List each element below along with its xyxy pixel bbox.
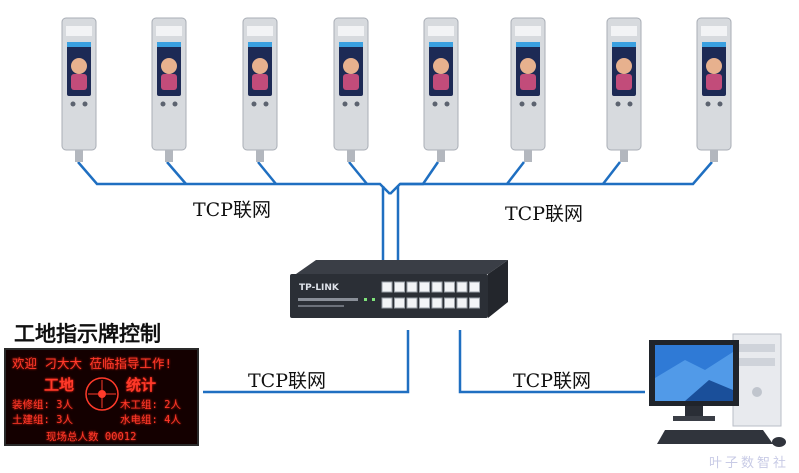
switch-port: [431, 297, 443, 309]
cable-terminal-6: [506, 161, 525, 185]
face-terminal-3: [242, 17, 278, 162]
led-row2-right: 水电组: 4人: [120, 414, 181, 426]
watermark: 叶子数智社: [708, 456, 789, 471]
cable-terminal-4: [348, 161, 368, 185]
network-label-top-right: TCP联网: [505, 203, 583, 225]
switch-port: [419, 297, 430, 309]
cable-led-board: [203, 330, 410, 394]
led-banner: 欢迎 刁大大 莅临指导工作!: [12, 356, 173, 371]
led-total: 现场总人数 00012: [46, 431, 137, 443]
led-emblem: [85, 377, 119, 411]
face-terminal-7: [606, 17, 642, 162]
network-label-bottom-right: TCP联网: [513, 370, 591, 392]
switch-port: [381, 281, 393, 293]
switch-port: [406, 297, 418, 309]
switch-port: [394, 281, 405, 293]
switch-port: [469, 297, 480, 309]
switch-port: [394, 297, 405, 309]
led-left-title: 工地: [44, 376, 75, 394]
switch-port: [444, 281, 455, 293]
switch-port: [456, 297, 468, 309]
switch-port: [469, 281, 480, 293]
switch-port: [381, 297, 393, 309]
led-right-title: 统计: [126, 376, 157, 394]
led-indicator-board: 欢迎 刁大大 莅临指导工作! 工地 统计 装修组: 3人 木工组: 2人 土建组…: [4, 348, 199, 446]
network-switch: TP-LINK: [290, 260, 508, 318]
cable-terminal-3: [257, 161, 277, 185]
face-terminal-1: [61, 17, 97, 162]
switch-port: [406, 281, 418, 293]
face-terminal-5: [423, 17, 459, 162]
cable-terminal-7: [602, 161, 621, 185]
face-terminal-6: [510, 17, 546, 162]
network-label-top-left: TCP联网: [193, 199, 271, 221]
switch-port: [444, 297, 455, 309]
board-title: 工地指示牌控制: [14, 322, 161, 346]
cable-computer: [458, 330, 645, 394]
switch-port: [456, 281, 468, 293]
cable-terminal-2: [166, 161, 187, 185]
cable-terminal-1: [77, 161, 391, 195]
face-terminal-2: [151, 17, 187, 162]
network-label-bottom-left: TCP联网: [248, 370, 326, 392]
switch-port: [419, 281, 430, 293]
led-row1-left: 装修组: 3人: [12, 399, 73, 411]
face-terminal-8: [696, 17, 732, 162]
face-terminals: [61, 17, 732, 162]
face-terminal-4: [333, 17, 369, 162]
led-row1-right: 木工组: 2人: [120, 399, 181, 411]
cable-terminal-8: [389, 161, 713, 195]
switch-port: [431, 281, 443, 293]
computer: [649, 333, 786, 447]
switch-brand: TP-LINK: [299, 283, 340, 293]
led-row2-left: 土建组: 3人: [12, 414, 73, 426]
